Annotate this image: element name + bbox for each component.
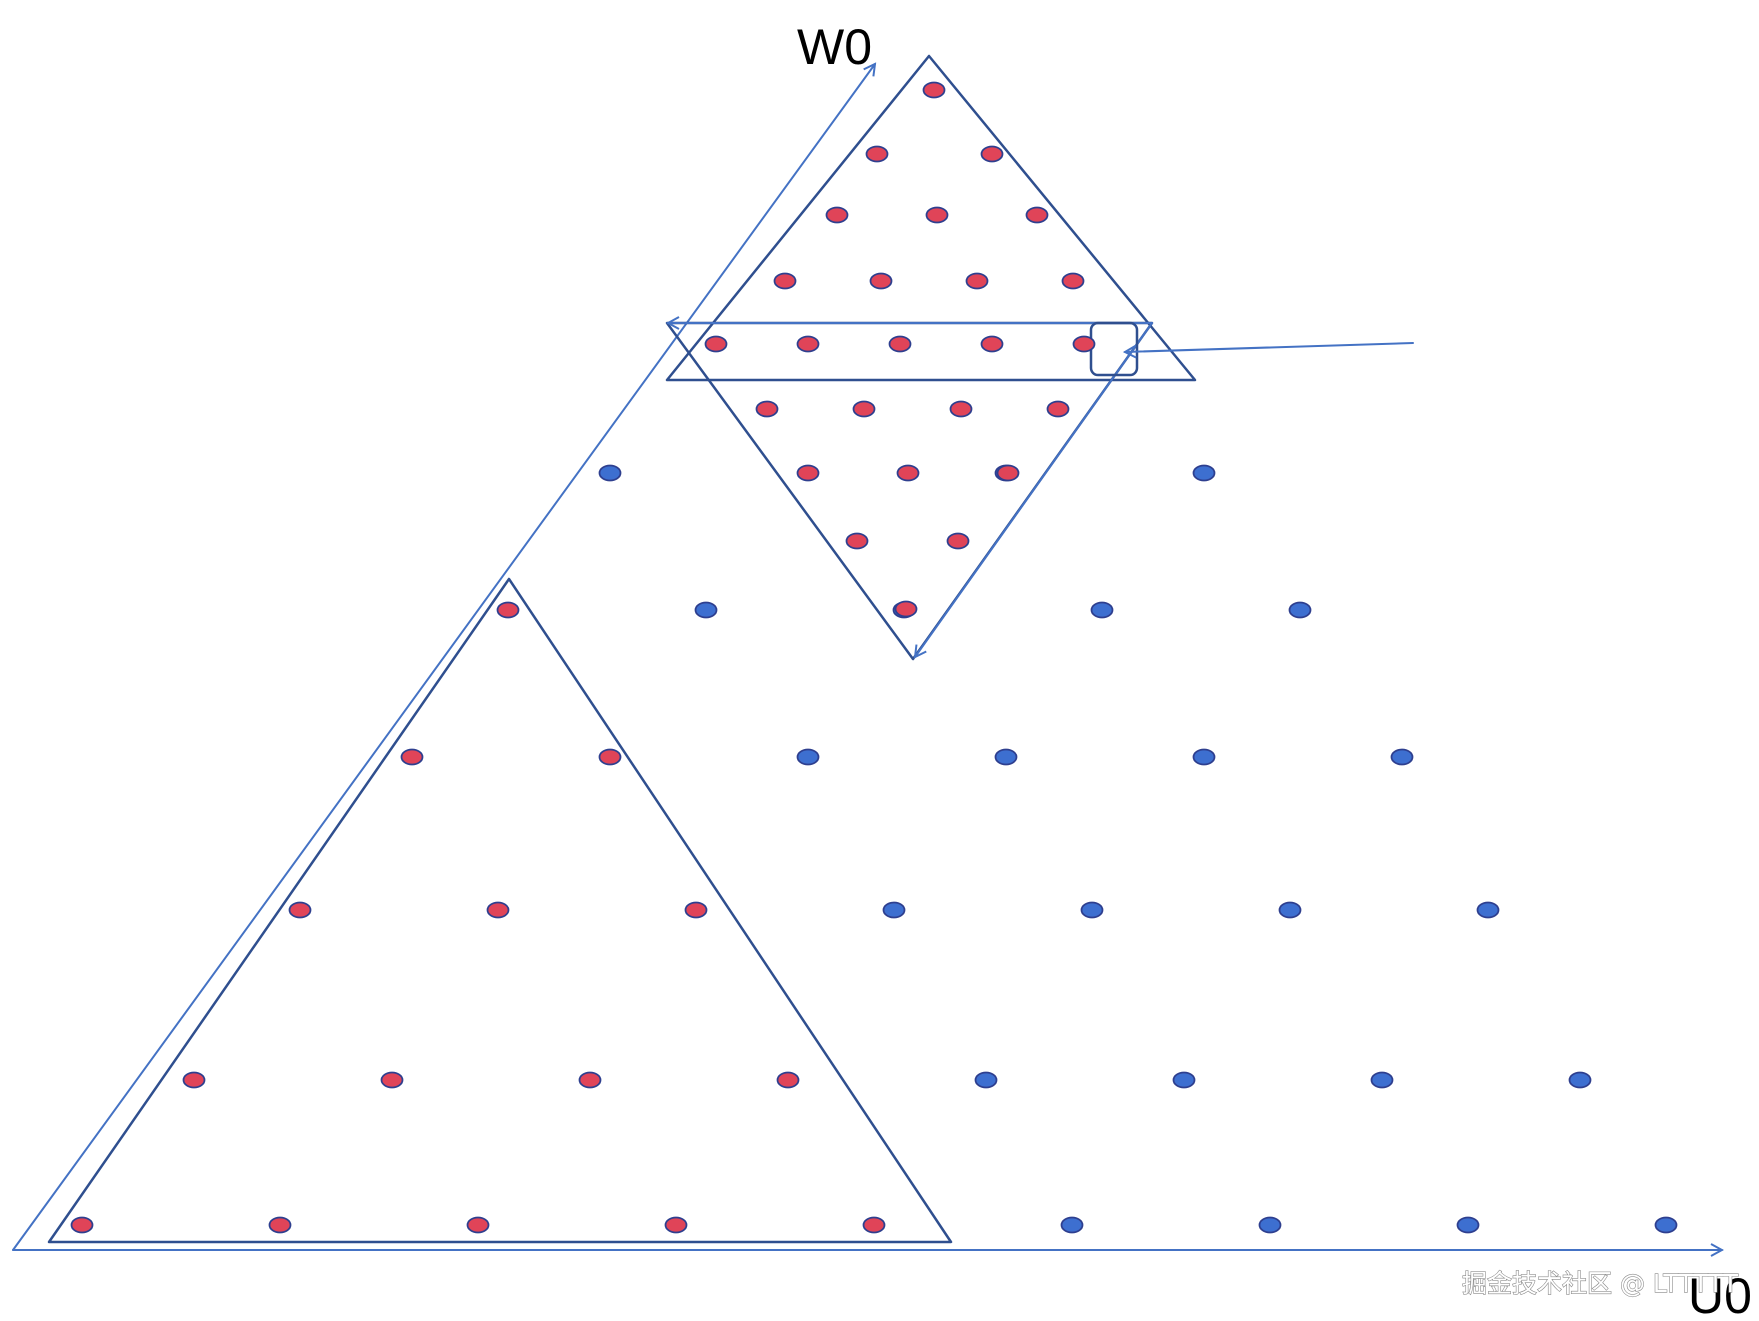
lattice-dots: [70, 464, 1678, 1234]
upper-dot-red: [965, 272, 989, 290]
upper-dot-red: [894, 600, 918, 618]
upper-dot-red: [755, 400, 779, 418]
lattice-dot-blue: [1476, 901, 1500, 919]
w-axis-label: W0: [797, 19, 872, 75]
lattice-dot-blue: [796, 748, 820, 766]
lattice-dot-red: [598, 748, 622, 766]
upper-dot-red: [980, 145, 1004, 163]
upper-dot-red: [1061, 272, 1085, 290]
upper-dot-red: [796, 335, 820, 353]
lattice-dot-blue: [882, 901, 906, 919]
upper-dot-red: [1025, 206, 1049, 224]
upper-dot-red: [796, 464, 820, 482]
highlighted-dot: [1072, 335, 1096, 353]
lattice-dot-red: [70, 1216, 94, 1234]
upper-dot-red: [865, 145, 889, 163]
upper-dot-red: [949, 400, 973, 418]
upper-dot-red: [869, 272, 893, 290]
lattice-dot-red: [380, 1071, 404, 1089]
lattice-dot-red: [486, 901, 510, 919]
lattice-dot-blue: [1654, 1216, 1678, 1234]
lattice-dot-red: [776, 1071, 800, 1089]
lattice-dot-blue: [1456, 1216, 1480, 1234]
lattice-dot-red: [684, 901, 708, 919]
inverted-side-arrow: [915, 322, 1153, 657]
lattice-dot-blue: [1258, 1216, 1282, 1234]
lattice-dot-blue: [1172, 1071, 1196, 1089]
lower-triangle: [47, 577, 953, 1244]
upper-dot-red: [852, 400, 876, 418]
upper-dot-red: [896, 464, 920, 482]
lattice-dot-blue: [1060, 1216, 1084, 1234]
lattice-dot-blue: [1370, 1071, 1394, 1089]
upper-dot-red: [845, 532, 869, 550]
upper-triangle: [665, 54, 1197, 382]
watermark: 掘金技术社区 @ LTTTTT: [1462, 1269, 1739, 1298]
upper-dot-red: [1046, 400, 1070, 418]
upper-dot-red: [773, 272, 797, 290]
upper-dot-red: [946, 532, 970, 550]
lattice-dot-blue: [1192, 464, 1216, 482]
upper-dot-red: [825, 206, 849, 224]
lattice-dot-blue: [974, 1071, 998, 1089]
highlight-box: [1089, 321, 1139, 377]
upper-cluster-dots: [704, 81, 1096, 618]
pointer-arrow: [1125, 342, 1414, 352]
w-axis: [12, 64, 875, 1251]
lattice-dot-red: [400, 748, 424, 766]
lattice-dot-red: [268, 1216, 292, 1234]
lattice-dot-blue: [1568, 1071, 1592, 1089]
u-axis-label: U0: [1688, 1268, 1752, 1321]
lattice-dot-blue: [1080, 901, 1104, 919]
lattice-dot-blue: [1192, 748, 1216, 766]
lattice-dot-red: [288, 901, 312, 919]
lattice-dot-red: [182, 1071, 206, 1089]
lattice-dot-red: [664, 1216, 688, 1234]
lattice-dot-red: [578, 1071, 602, 1089]
lattice-dot-blue: [694, 601, 718, 619]
upper-dot-red: [925, 206, 949, 224]
lattice-dot-red: [496, 601, 520, 619]
upper-dot-red: [888, 335, 912, 353]
upper-dot-red: [996, 464, 1020, 482]
lattice-dot-blue: [994, 748, 1018, 766]
upper-dot-red: [980, 335, 1004, 353]
lattice-dot-red: [862, 1216, 886, 1234]
upper-dot-red: [922, 81, 946, 99]
lattice-dot-blue: [1090, 601, 1114, 619]
upper-dot-red: [704, 335, 728, 353]
lattice-dot-blue: [1278, 901, 1302, 919]
lattice-dot-blue: [1390, 748, 1414, 766]
lattice-dot-blue: [1288, 601, 1312, 619]
lattice-dot-blue: [598, 464, 622, 482]
lattice-dot-red: [466, 1216, 490, 1234]
